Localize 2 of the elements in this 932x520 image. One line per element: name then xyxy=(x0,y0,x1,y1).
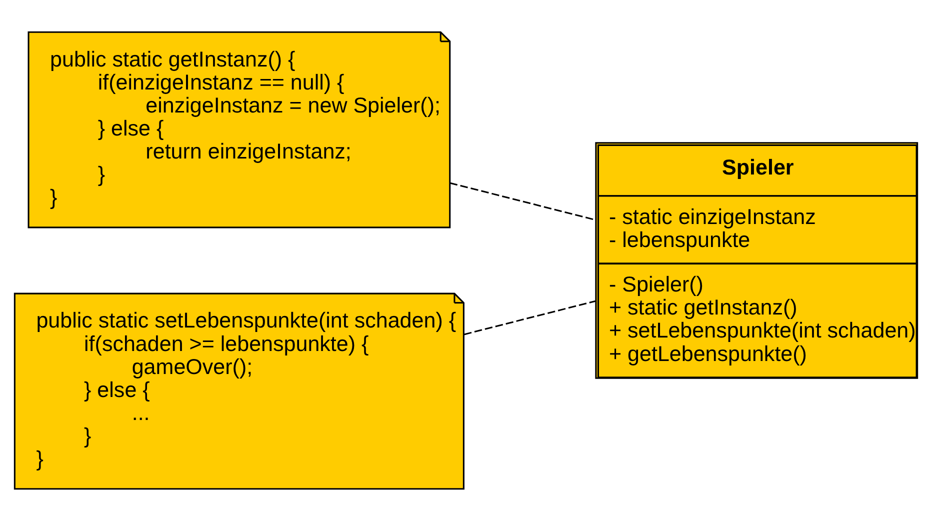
connector xyxy=(464,300,596,335)
connector xyxy=(450,182,596,220)
